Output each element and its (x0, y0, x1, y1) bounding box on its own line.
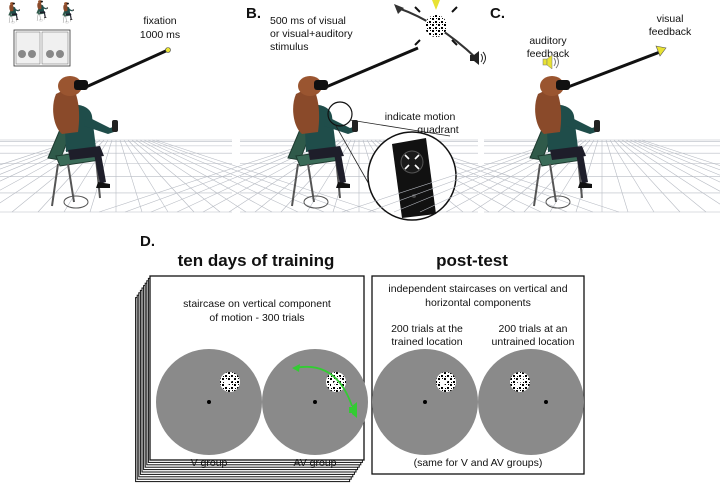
stimulus-text-1: 500 ms of visual (270, 15, 346, 27)
thumbnail-icon (8, 0, 73, 66)
untrained-label-2: untrained location (492, 336, 575, 348)
grid-line (614, 140, 680, 212)
participant-a (48, 76, 118, 208)
auditory-feedback-1: auditory (529, 35, 567, 47)
grid-line (144, 140, 298, 212)
visual-feedback-1: visual (657, 13, 684, 25)
feedback-arrow-icon (432, 0, 440, 10)
panel-letter-d: D. (140, 233, 155, 250)
av-group-disc (262, 349, 368, 455)
response-text-1: indicate motion (385, 111, 456, 123)
dot-cloud (425, 15, 447, 37)
stimulus-text-3: stimulus (270, 41, 309, 53)
grid-line (618, 140, 706, 212)
arrow-head-icon (394, 4, 404, 14)
panel-letter-c: C. (490, 5, 505, 22)
v-group-disc (156, 349, 262, 455)
dot-cloud-stimulus (394, 0, 486, 65)
grid-line (120, 140, 142, 212)
panel-d: D. ten days of training staircase on ver… (136, 233, 584, 482)
v-group-label: V group (191, 457, 228, 469)
gaze-ray-a (86, 50, 168, 87)
posttest-desc-2: horizontal components (425, 297, 531, 309)
speaker-icon (470, 51, 486, 65)
fixation-duration: 1000 ms (140, 29, 180, 41)
grid-line (622, 140, 720, 212)
grid-line (99, 140, 319, 212)
participant-b (288, 76, 358, 208)
panel-letter-b: B. (246, 5, 261, 22)
posttest-title: post-test (436, 251, 508, 270)
grid-line (128, 140, 194, 212)
grid-line (626, 140, 720, 212)
training-desc-2: of motion - 300 trials (209, 312, 304, 324)
training-title: ten days of training (178, 251, 335, 270)
fixation-point (166, 48, 171, 53)
fixation-label: fixation (143, 15, 176, 27)
controller-zoom-ring (328, 102, 352, 126)
grid-line (132, 140, 220, 212)
posttest-desc-1: independent staircases on vertical and (388, 283, 567, 295)
controller-closeup (368, 132, 456, 220)
untrained-label-1: 200 trials at an (499, 323, 568, 335)
gaze-ray-c (568, 52, 660, 87)
training-desc-1: staircase on vertical component (183, 298, 331, 310)
grid-line (136, 140, 246, 212)
grid-line (140, 140, 272, 212)
stimulus-text-2: or visual+auditory (270, 28, 353, 40)
av-group-label: AV group (294, 457, 337, 469)
untrained-location-disc (478, 349, 584, 455)
gaze-ray-b (326, 48, 418, 87)
trained-label-1: 200 trials at the (391, 323, 463, 335)
visual-feedback-2: feedback (649, 26, 692, 38)
trained-label-2: trained location (391, 336, 462, 348)
grid-line (606, 140, 628, 212)
trained-location-disc (372, 349, 478, 455)
posttest-footer: (same for V and AV groups) (414, 457, 543, 469)
participant-c (530, 76, 600, 208)
